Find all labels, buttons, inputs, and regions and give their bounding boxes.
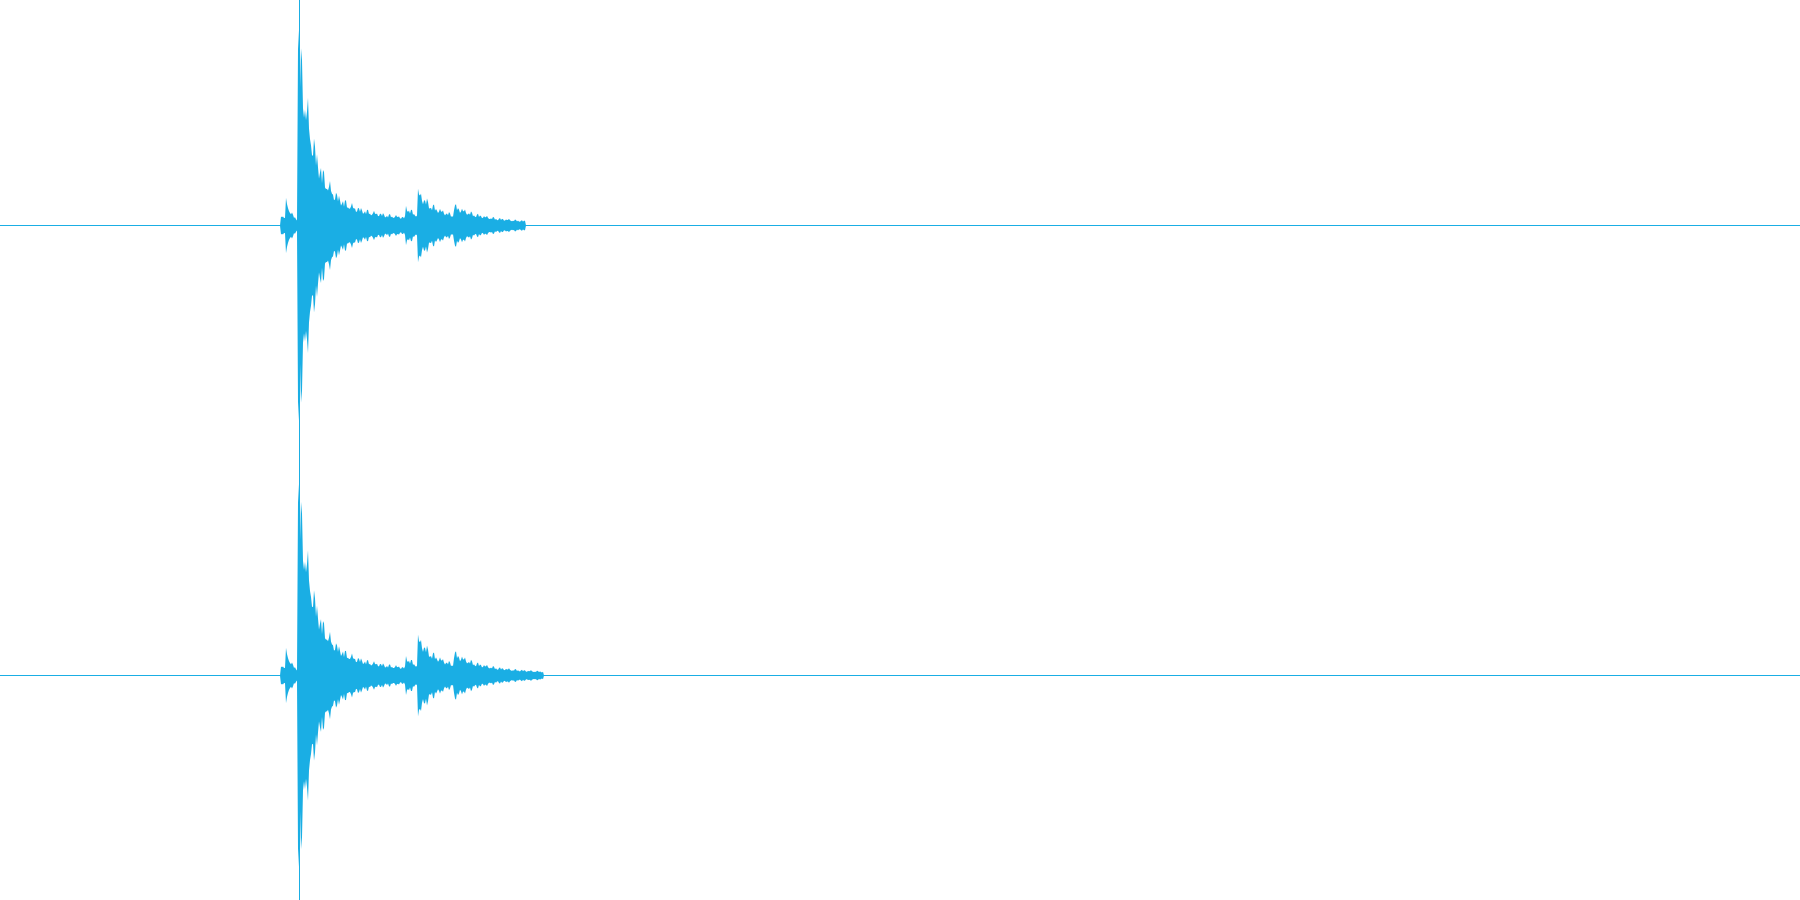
channel-bottom-waveform [0, 484, 546, 867]
channel-bottom [0, 484, 1800, 867]
channel-top [0, 30, 1800, 421]
channel-top-waveform [0, 30, 528, 421]
